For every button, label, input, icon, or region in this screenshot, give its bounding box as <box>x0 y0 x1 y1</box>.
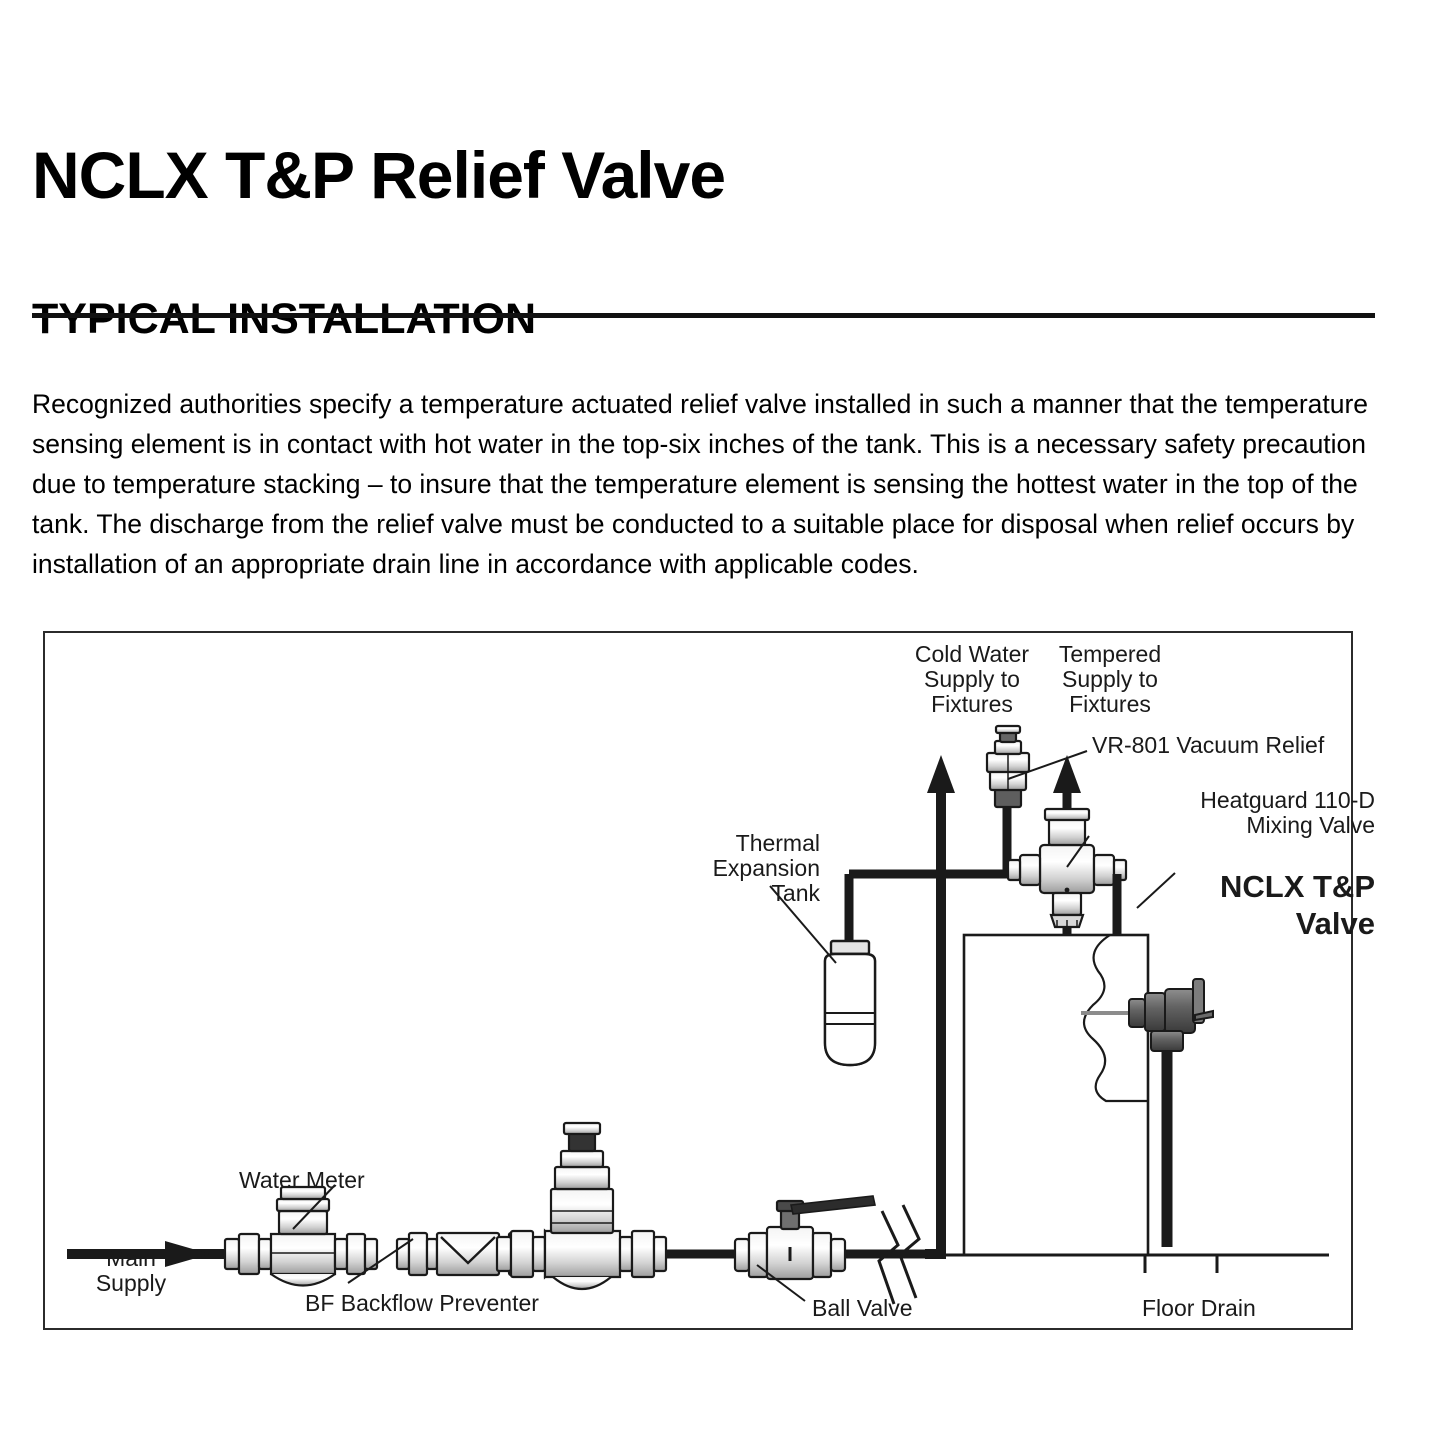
tempered-supply-arrow <box>1053 755 1081 793</box>
label-cold-water-supply: Cold Water Supply to Fixtures <box>914 641 1030 717</box>
leader-lines <box>292 750 1176 1302</box>
mixing-valve-symbol <box>1006 807 1128 929</box>
label-backflow-preventer: BF Backflow Preventer <box>305 1290 539 1316</box>
label-water-meter: Water Meter <box>239 1167 365 1193</box>
installation-diagram: Cold Water Supply to Fixtures Tempered S… <box>43 631 1375 1330</box>
thermal-expansion-tank-symbol <box>823 939 877 1067</box>
water-heater-tank <box>962 933 1150 1257</box>
label-thermal-expansion-tank: Thermal Expansion Tank <box>712 830 820 906</box>
floor-drain-symbol <box>1137 1253 1225 1273</box>
label-mixing-valve: Heatguard 110-D Mixing Valve <box>1200 787 1375 838</box>
pipe-break-symbol <box>877 1204 921 1305</box>
nclx-tp-valve-symbol <box>1128 978 1214 1052</box>
body-paragraph: Recognized authorities specify a tempera… <box>32 388 1369 579</box>
cold-water-riser <box>925 874 946 1259</box>
label-ball-valve: Ball Valve <box>812 1295 913 1321</box>
label-floor-drain: Floor Drain <box>1142 1295 1256 1321</box>
ball-valve-symbol <box>733 1195 876 1281</box>
cold-water-arrow <box>927 755 955 793</box>
label-nclx-valve: NCLX T&P Valve <box>1220 869 1375 941</box>
page-title: NCLX T&P Relief Valve <box>32 138 726 213</box>
pressure-reducing-valve-symbol <box>495 1121 668 1290</box>
label-vacuum-relief: VR-801 Vacuum Relief <box>1092 732 1325 758</box>
diagram-drawing <box>67 724 1329 1305</box>
water-meter-symbol <box>223 1185 379 1287</box>
section-heading: TYPICAL INSTALLATION <box>32 294 537 343</box>
label-tempered-supply: Tempered Supply to Fixtures <box>1058 641 1162 717</box>
flow-arrow <box>165 1241 210 1267</box>
label-main-supply: Main Supply <box>95 1245 167 1296</box>
heading-divider <box>32 313 1375 318</box>
tank-cutaway-outline <box>1082 934 1148 1103</box>
vacuum-relief-valve-symbol <box>985 724 1031 809</box>
